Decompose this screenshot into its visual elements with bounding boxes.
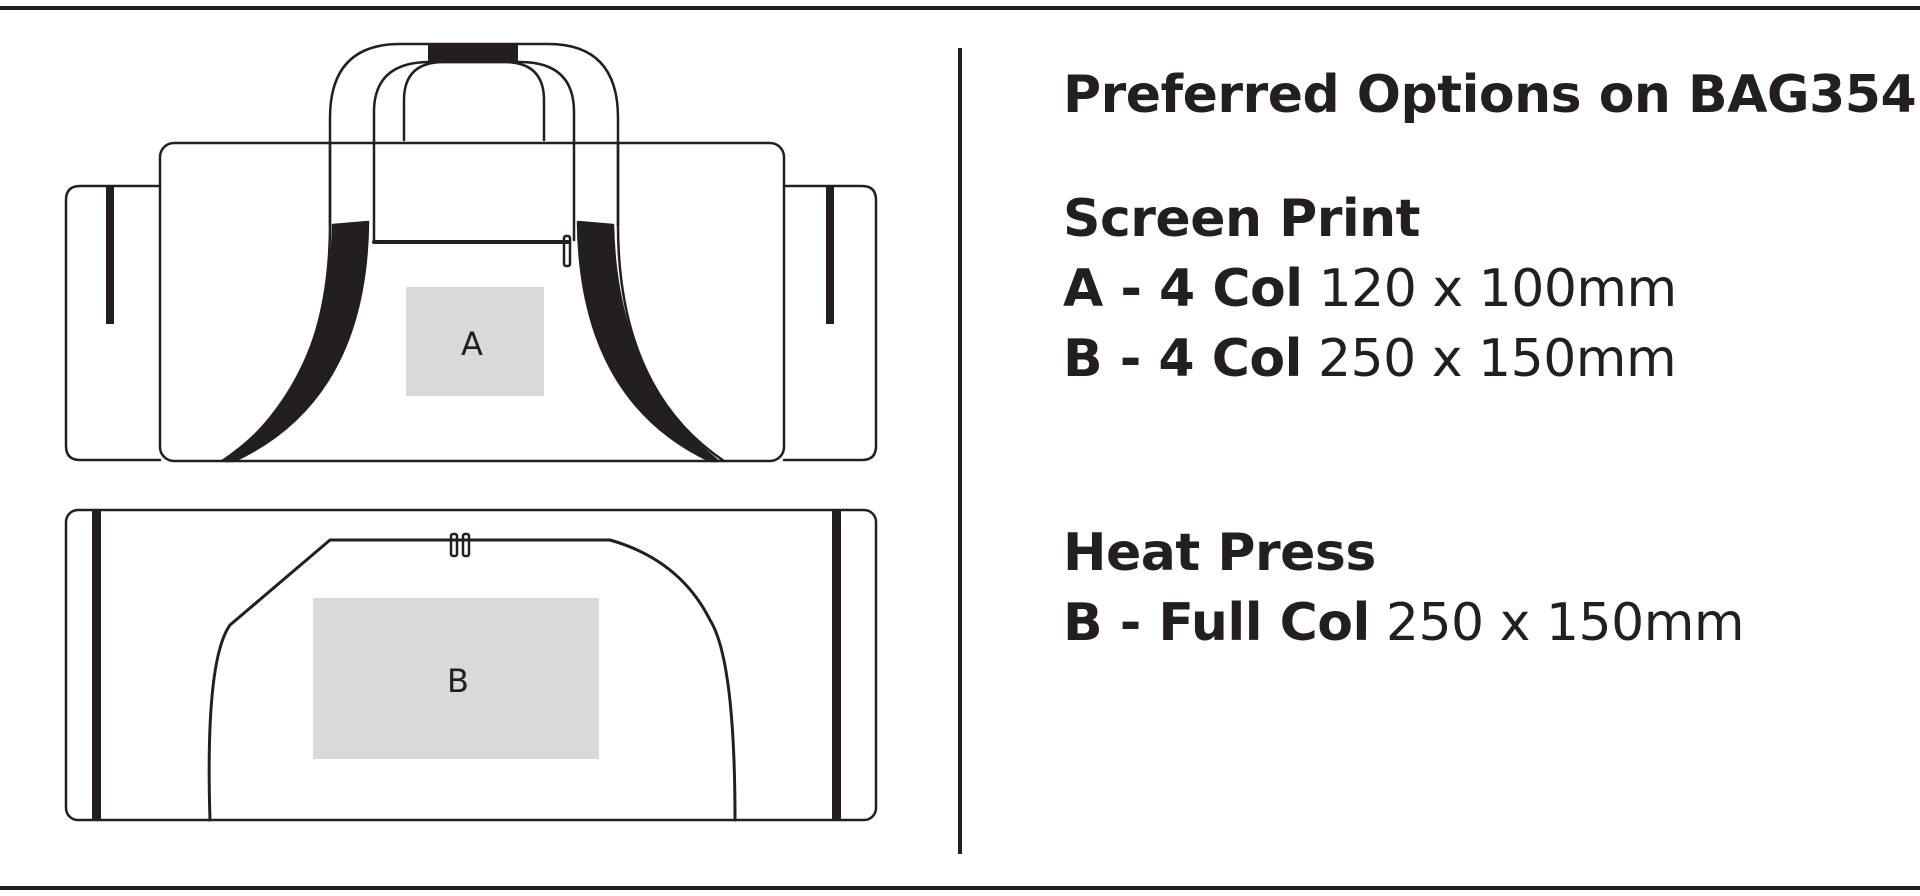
left-end-pocket [64, 184, 162, 462]
print-zone-a-label: A [461, 325, 483, 363]
option-row: A - 4 Col 120 x 100mm [1063, 254, 1903, 324]
print-zone-b [313, 598, 599, 759]
option-size: 250 x 150mm [1385, 593, 1745, 653]
option-size: 250 x 150mm [1317, 329, 1677, 389]
bag-front-view [64, 42, 878, 463]
option-code: A - 4 Col [1063, 259, 1303, 319]
right-end-stripe [826, 186, 834, 324]
option-size: 120 x 100mm [1318, 259, 1678, 319]
handle-grip [428, 44, 518, 62]
option-code: B - Full Col [1063, 593, 1370, 653]
side-left-stripe [92, 510, 101, 820]
left-strap [224, 220, 370, 463]
side-body [64, 508, 878, 822]
method-name: Heat Press [1063, 523, 1376, 583]
right-end-pocket [782, 184, 878, 462]
option-code: B - 4 Col [1063, 329, 1302, 389]
option-row: B - 4 Col 250 x 150mm [1063, 324, 1903, 394]
zipper-pull-left [449, 532, 459, 558]
side-right-stripe [832, 510, 841, 820]
method-screen-print: Screen Print A - 4 Col 120 x 100mm B - 4… [1063, 184, 1903, 394]
side-panel-outline [207, 538, 737, 822]
page-title: Preferred Options on BAG354 [1063, 65, 1917, 125]
print-zone-b-label: B [447, 662, 469, 700]
bag-side-view [64, 508, 878, 822]
option-row: B - Full Col 250 x 150mm [1063, 588, 1903, 658]
method-name: Screen Print [1063, 189, 1421, 249]
vertical-divider [958, 48, 962, 854]
method-heat-press: Heat Press B - Full Col 250 x 150mm [1063, 518, 1903, 658]
top-rule [0, 6, 1920, 10]
options-panel: Preferred Options on BAG354 Screen Print… [1063, 60, 1917, 658]
bag-diagram: A B [64, 42, 878, 822]
bottom-rule [0, 886, 1920, 890]
zipper-pull-right [461, 532, 471, 558]
left-end-stripe [106, 186, 114, 324]
handle-inner [402, 60, 546, 142]
print-zone-a [406, 287, 544, 396]
front-body [158, 141, 786, 463]
right-strap [576, 220, 720, 463]
zipper-pull [562, 234, 572, 268]
